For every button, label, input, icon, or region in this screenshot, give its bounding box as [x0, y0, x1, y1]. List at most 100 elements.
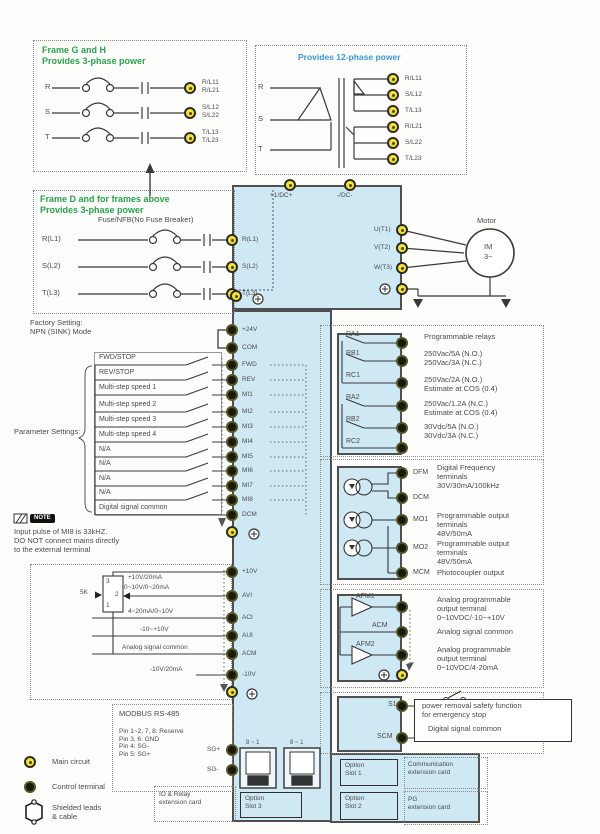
term-mi8: MI8: [242, 496, 253, 503]
twelve-phase-title: Provides 12-phase power: [298, 52, 401, 62]
term-mo2: MO2: [413, 544, 429, 551]
terminal-acm-out: [396, 626, 408, 638]
phase-s-label: S: [45, 107, 51, 116]
acm-desc: Analog signal common: [437, 627, 513, 636]
terminal-dc-minus: [344, 179, 356, 191]
term-scm: SCM: [377, 733, 393, 740]
relay-rb1: RB1: [346, 350, 360, 357]
wire-aui-label: -10~+10V: [140, 626, 169, 633]
relay-rb2: RB2: [346, 416, 360, 423]
xfmr-out-label: T/L23: [405, 155, 422, 162]
terminal-mi6: [226, 465, 238, 477]
option-slot-3: [240, 792, 302, 818]
terminal-scm: [396, 732, 408, 744]
term-afm1: AFM1: [356, 593, 375, 600]
relay-spec1: 250Vac/5A (N.O.)250Vac/3A (N.C.): [424, 349, 483, 367]
terminal-ground-afm: [396, 669, 408, 681]
terminal-dcm-out: [396, 492, 408, 504]
xfmr-terminal-s-l22: [387, 137, 399, 149]
switch-label-mi3: Multi-step speed 3: [99, 416, 157, 423]
switch-label-mi8: N/A: [99, 489, 111, 496]
wire-acm-label: Analog signal common: [122, 644, 188, 651]
relay-spec3: 250Vac/1.2A (N.C.)Estimate at COS (0.4): [424, 399, 498, 417]
input-s-l2: S(L2): [42, 261, 61, 270]
term-w-t3: W(T3): [374, 264, 393, 271]
terminal-u-t1: [396, 224, 408, 236]
terminal-mi2: [226, 406, 238, 418]
term-mi5: MI5: [242, 453, 253, 460]
xfmr-out-label: R/L11: [405, 75, 422, 82]
term-t-l3: T(L3): [242, 290, 258, 297]
terminal-mi1: [226, 389, 238, 401]
switch-label-rev: REV/STOP: [99, 369, 135, 376]
terminal-com: [226, 342, 238, 354]
term-acm: ACM: [242, 650, 257, 657]
term-fwd: FWD: [242, 361, 257, 368]
pot-pin-1: 1: [106, 602, 110, 609]
terminal-10v: [226, 566, 238, 578]
terminal-ground-left: [230, 290, 242, 302]
pg-card-box: [404, 791, 488, 825]
term-v-t2: V(T2): [374, 244, 391, 251]
terminal-ground-analog: [226, 686, 238, 698]
term-aui: AUI: [242, 632, 253, 639]
terminal-neg10v: [226, 669, 238, 681]
switch-label-mi2: Multi-step speed 2: [99, 401, 157, 408]
xfmr-out-label: S/L22: [405, 139, 422, 146]
terminal-w-t3: [396, 262, 408, 274]
term-s1: S1: [388, 701, 397, 708]
switch-label-mi5: N/A: [99, 446, 111, 453]
terminal-mi5: [226, 451, 238, 463]
relay-spec2: 250Vac/2A (N.O.)Estimate at COS (0.4): [424, 375, 498, 393]
switch-label-mi7: N/A: [99, 475, 111, 482]
terminal-avi: [226, 590, 238, 602]
xfmr-terminal-t-l13: [387, 105, 399, 117]
terminal-rc1: [396, 377, 408, 389]
shielded-cable-icon: [25, 799, 43, 825]
term-dcm: DCM: [242, 511, 257, 518]
xfmr-in-s: S: [258, 114, 264, 123]
terminal-mo2: [396, 542, 408, 554]
modbus-title: MODBUS RS-485: [119, 709, 180, 718]
term-dfm: DFM: [413, 469, 429, 476]
term-mo1: MO1: [413, 516, 429, 523]
option-slot-1: [340, 759, 398, 786]
terminal-mo1: [396, 514, 408, 526]
term-aci: ACI: [242, 614, 253, 621]
terminal-afm1: [396, 601, 408, 613]
input-r-l1: R(L1): [42, 234, 61, 243]
relay-group-box: [320, 325, 544, 457]
term-u-t1: U(T1): [374, 226, 391, 233]
terminal-dc-plus: [284, 179, 296, 191]
terminal-afm2: [396, 649, 408, 661]
pot-pin-2: 2: [115, 591, 119, 598]
option-slot-2: [340, 792, 398, 820]
terminal-rc2: [396, 442, 408, 454]
xfmr-out-label: S/L12: [405, 91, 422, 98]
relay-ra1: RA1: [346, 331, 360, 338]
xfmr-terminal-r-l11: [387, 73, 399, 85]
terminal-mi7: [226, 480, 238, 492]
terminal-acm: [226, 648, 238, 660]
note-text: Input pulse of MI8 is 33kHZ.DO NOT conne…: [14, 527, 120, 554]
term-mi6: MI6: [242, 467, 253, 474]
terminal-fwd: [226, 359, 238, 371]
legend-main-circuit-icon: [24, 756, 36, 768]
terminal-24v: [226, 324, 238, 336]
term-s-l2: S(L2): [242, 263, 258, 270]
terminal-ra2: [396, 400, 408, 412]
legend-control-terminal: Control terminal: [52, 782, 105, 791]
relay-rc2: RC2: [346, 438, 361, 445]
photocoupler-group-box: [320, 459, 544, 585]
terminal-aci: [226, 612, 238, 624]
comm-card-box: [404, 757, 488, 789]
terminal-mi3: [226, 421, 238, 433]
terminal-s1: [396, 700, 408, 712]
terminal-sg-plus: [226, 744, 238, 756]
